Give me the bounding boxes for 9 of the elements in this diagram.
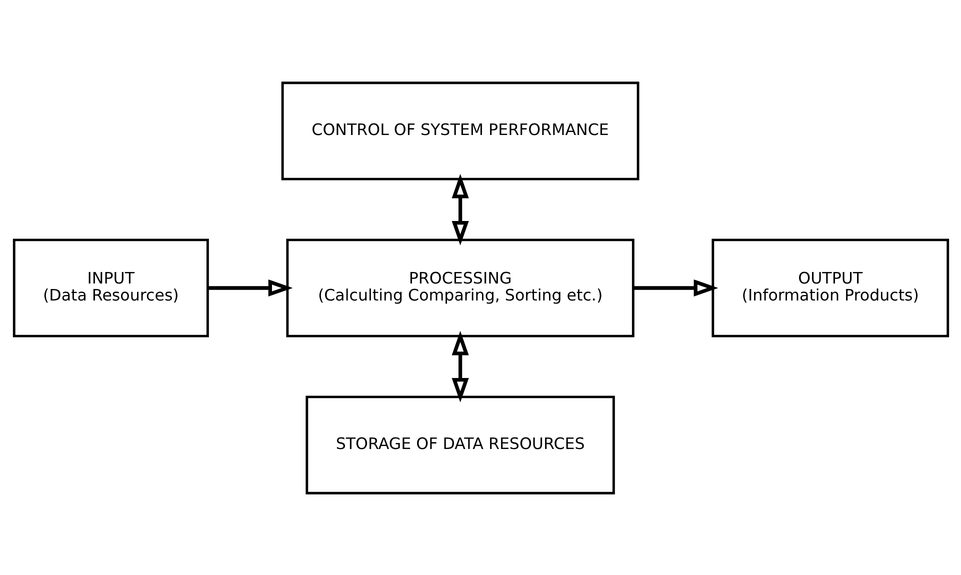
arrow	[451, 330, 468, 402]
node-box: INPUT (Data Resources)	[12, 238, 208, 337]
arrow	[207, 278, 292, 296]
arrow	[632, 278, 718, 296]
node-box: CONTROL OF SYSTEM PERFORMANCE	[280, 81, 639, 180]
arrow	[451, 173, 468, 245]
node-box: OUTPUT (Information Products)	[711, 238, 949, 337]
node-box: PROCESSING (Calculting Comparing, Sorting etc.)	[286, 238, 634, 337]
node-box: STORAGE OF DATA RESOURCES	[305, 395, 614, 494]
